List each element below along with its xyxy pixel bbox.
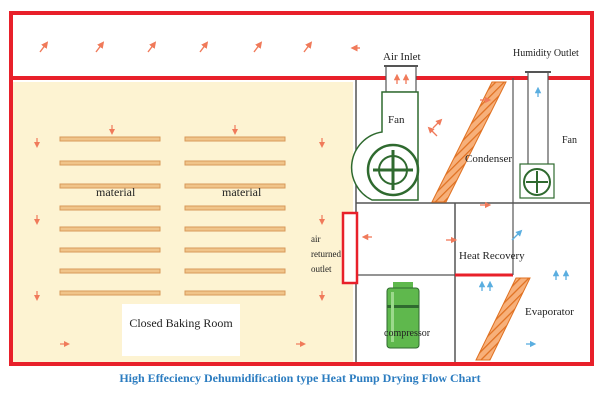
condenser-coil — [431, 81, 507, 203]
condenser-label: Condenser — [465, 153, 512, 165]
material-right-label: material — [222, 185, 262, 199]
material-left-label: material — [96, 185, 136, 199]
room-airflow-arrows — [34, 125, 325, 347]
air-inlet-duct — [385, 65, 417, 93]
air-returned-label-3: outlet — [311, 264, 332, 274]
fan-right-label: Fan — [562, 135, 577, 146]
material-shelves-left — [59, 136, 161, 296]
cold-airflow-arrows — [478, 86, 570, 348]
air-returned-label-2: returned — [311, 249, 341, 259]
evaporator-coil — [475, 277, 531, 361]
diagram-caption: High Effeciency Dehumidification type He… — [119, 371, 481, 385]
top-air-duct — [9, 11, 594, 80]
fan-left-label: Fan — [388, 114, 405, 126]
closed-baking-room-label: Closed Baking Room — [129, 316, 233, 330]
air-returned-outlet — [341, 211, 359, 285]
outer-wall — [9, 76, 594, 366]
compressor-label: compressor — [384, 328, 431, 339]
humidity-outlet-duct — [527, 71, 549, 169]
material-shelves-right — [184, 136, 286, 296]
air-inlet-label: Air Inlet — [383, 51, 421, 63]
top-duct-arrows — [39, 41, 360, 53]
heat-recovery-label: Heat Recovery — [459, 250, 525, 262]
humidity-outlet-label: Humidity Outlet — [513, 48, 579, 59]
air-returned-label-1: air — [311, 234, 321, 244]
closed-baking-room-label-box — [122, 304, 240, 356]
equipment-airflow-arrows — [361, 73, 492, 244]
evaporator-label: Evaporator — [525, 306, 574, 318]
compressor-unit — [386, 282, 420, 349]
